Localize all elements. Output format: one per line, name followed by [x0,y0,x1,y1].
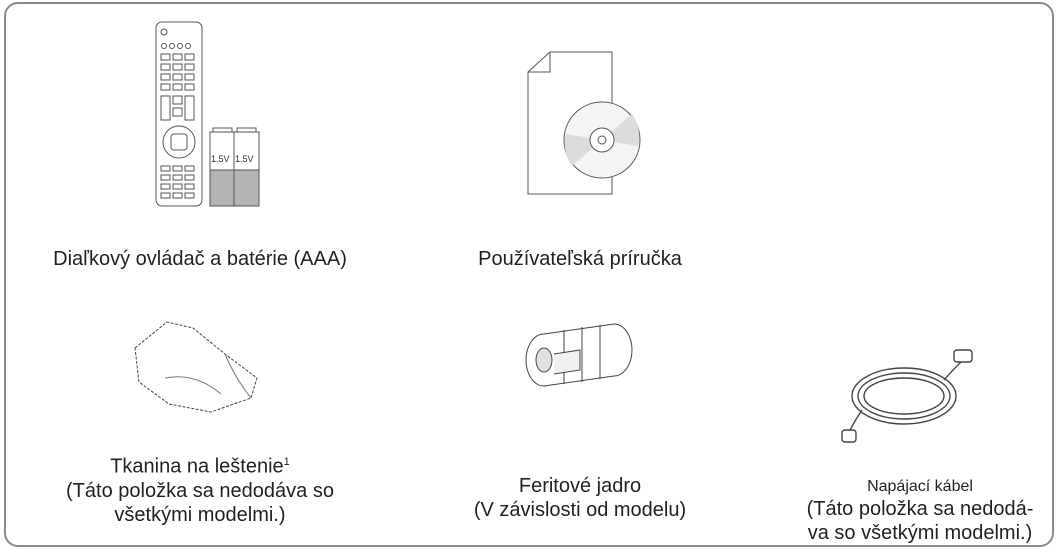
ferrite-caption: Feritové jadro (V závislosti od modelu) [440,474,720,522]
cloth-caption: Tkanina na leštenie1 (Táto položka sa ne… [50,450,350,527]
cd-icon [563,101,641,179]
cloth-illustration [134,321,258,413]
power-cord-note-line2: va so všetkými modelmi.) [807,522,1033,544]
ferrite-core-icon [525,323,633,387]
manual-caption: Používateľská príručka [430,247,730,271]
power-cord-icon [841,349,973,443]
battery-label: 1.5V [235,154,254,164]
ferrite-core-label: Feritové jadro [518,475,642,497]
remote-caption: Diaľkový ovládač a batérie (AAA) [10,247,390,271]
remote-icon [155,21,203,207]
power-cord-caption: Napájací kábel (Táto položka sa nedodá- … [790,477,1050,545]
power-cord-illustration [841,349,973,443]
ferrite-core-illustration [525,323,633,387]
cloth-note-line1: (Táto položka sa nedodáva so [66,479,334,502]
battery-label: 1.5V [211,154,230,164]
user-manual-label: Používateľská príručka [478,248,682,270]
cloth-icon [134,321,258,413]
power-cord-label: Napájací kábel [867,478,973,495]
ferrite-note: (V závislosti od modelu) [473,499,687,521]
accessories-panel [4,2,1054,547]
remote-batteries-illustration [155,21,260,207]
footnote-marker: 1 [283,456,290,468]
polishing-cloth-label: Tkanina na leštenie [110,455,284,478]
power-cord-note-line1: (Táto položka sa nedodá- [806,498,1034,520]
battery-icon [209,127,260,207]
remote-batteries-label: Diaľkový ovládač a batérie (AAA) [53,248,347,270]
manual-cd-illustration [527,51,641,195]
cloth-note-line2: všetkými modelmi.) [114,503,286,526]
